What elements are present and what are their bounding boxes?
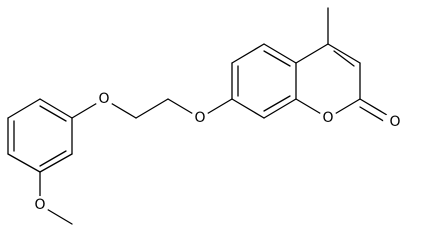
atom-label-mask [383, 113, 401, 131]
oxygen-atom-lactone-ring: O [322, 110, 333, 126]
bond [7, 98, 41, 119]
bond [263, 43, 297, 64]
bond [231, 98, 265, 119]
aromatic-inner-bond [39, 150, 67, 167]
atom-label-mask [31, 196, 49, 214]
atom-label-mask [95, 90, 113, 108]
bond [231, 43, 265, 64]
aromatic-inner-bond [263, 95, 291, 112]
oxygen-atom-methoxy: O [34, 197, 45, 213]
bond [263, 98, 297, 119]
atom-label-mask [319, 109, 337, 127]
atom-label-layer: O O O O O [31, 90, 401, 214]
bond [39, 98, 73, 119]
bond [295, 43, 329, 64]
oxygen-atom-ethoxy: O [194, 110, 205, 126]
oxygen-atom-carbonyl: O [389, 114, 400, 130]
bond [7, 153, 41, 173]
bond [39, 153, 73, 173]
bond [327, 43, 361, 64]
double-bond-inner [333, 50, 355, 67]
oxygen-atom-aryl-ether: O [98, 91, 109, 107]
aromatic-inner-bond [263, 50, 291, 67]
bond [135, 98, 169, 119]
aromatic-inner-bond [39, 105, 67, 122]
atom-label-mask [191, 109, 209, 127]
